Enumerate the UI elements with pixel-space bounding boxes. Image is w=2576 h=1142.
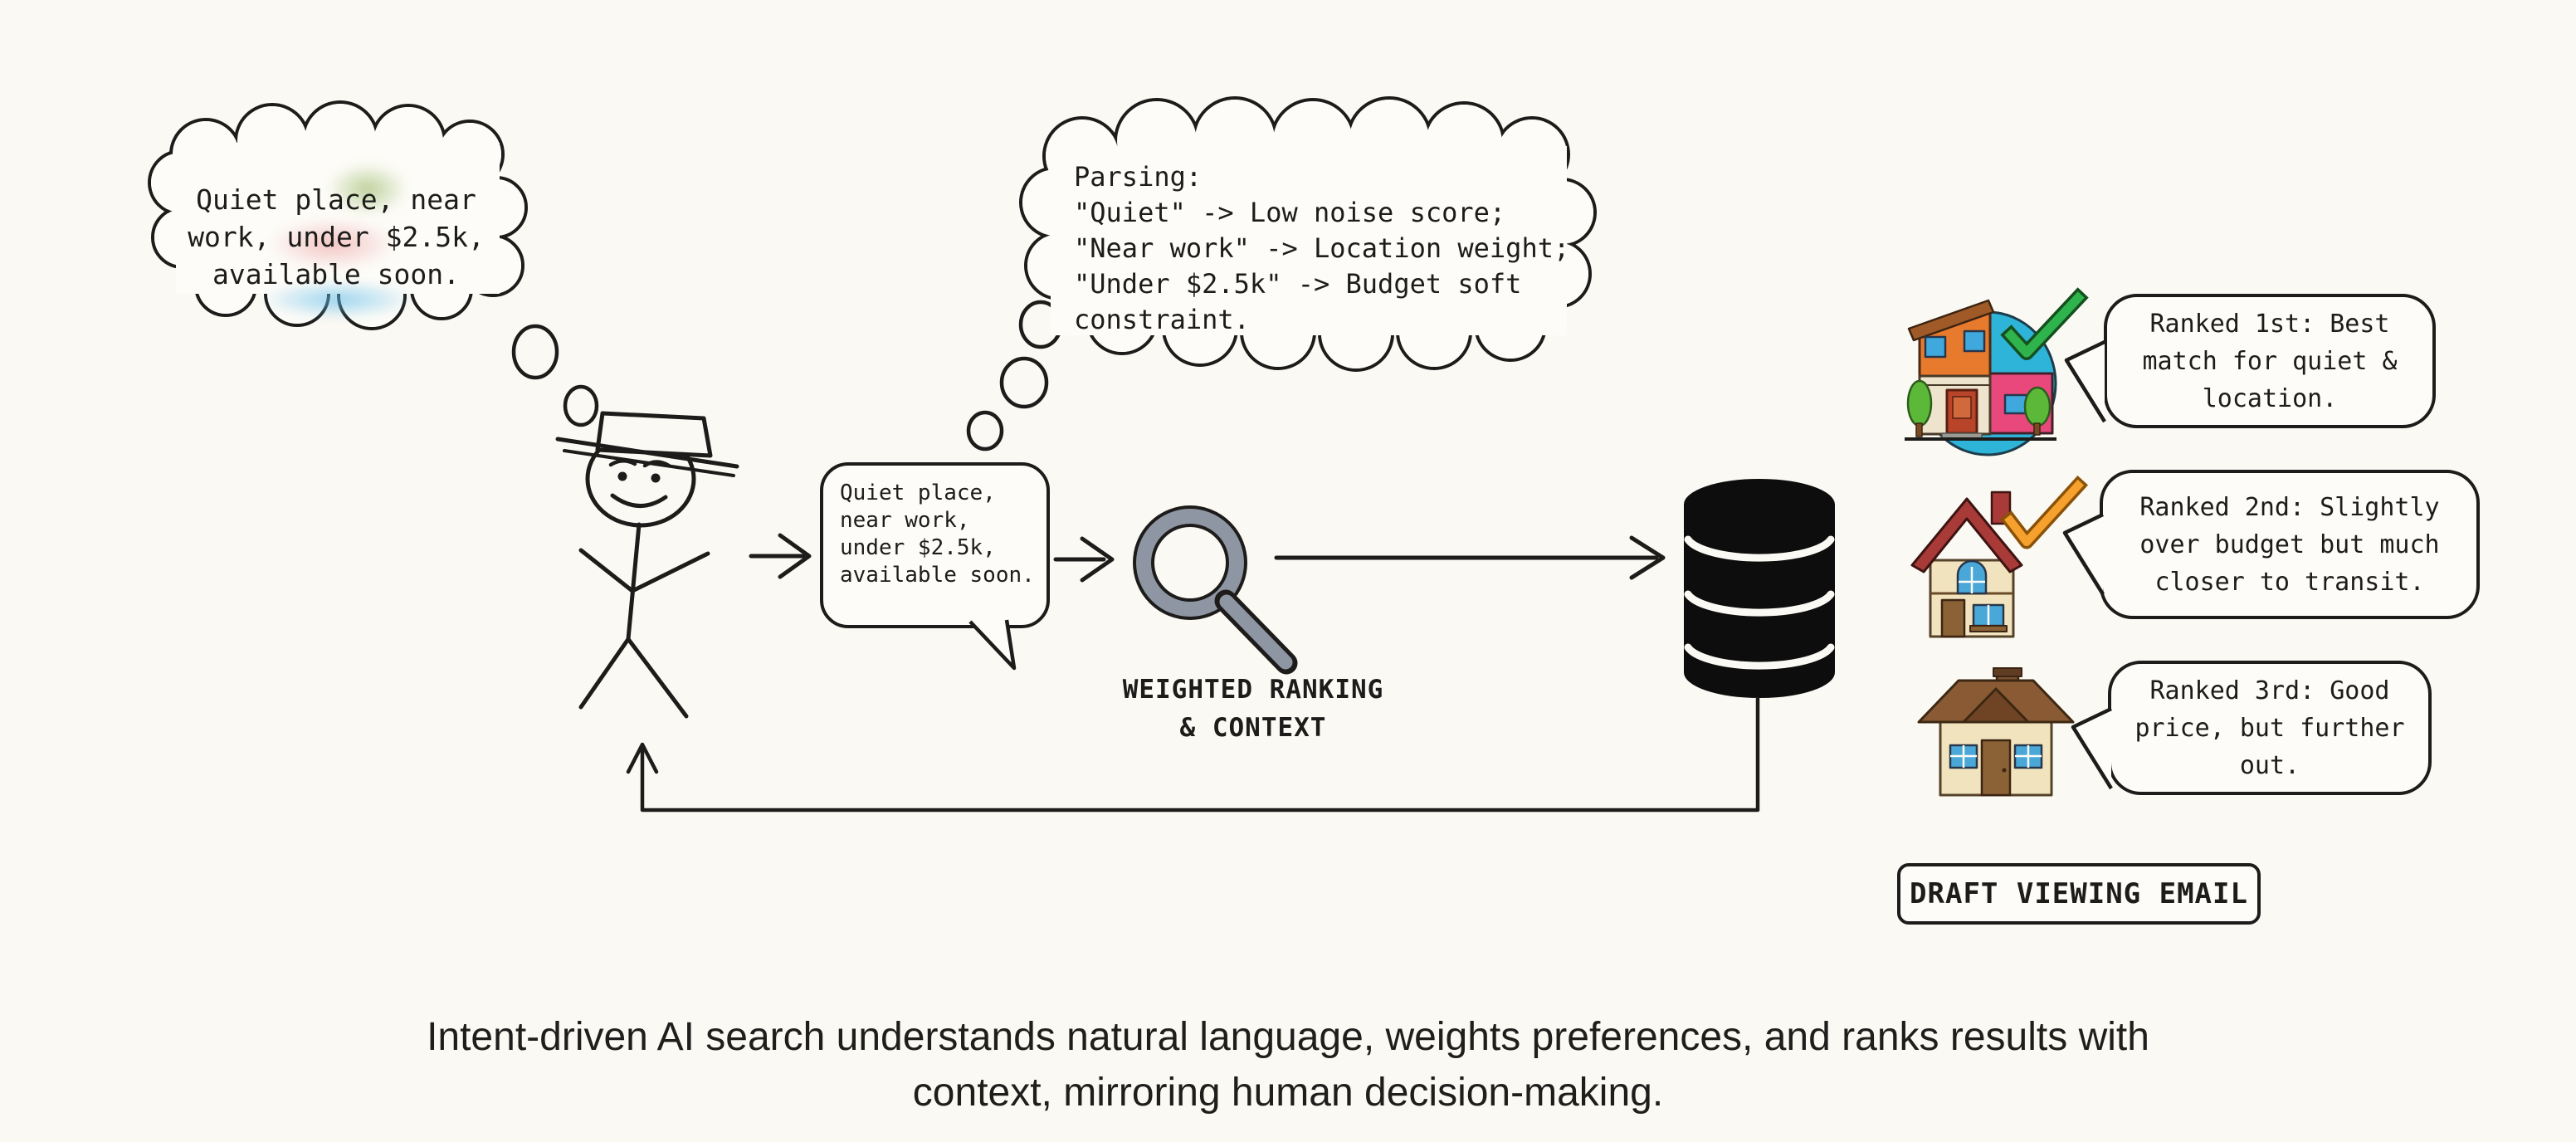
user-thought-text: Quiet place, near work, under $2.5k, ava… (188, 183, 485, 290)
draft-viewing-email-button[interactable]: DRAFT VIEWING EMAIL (1897, 863, 2261, 925)
arrow-user-to-query (749, 533, 812, 579)
result-bubble-1: Ranked 1st: Best match for quiet & locat… (2104, 294, 2436, 428)
parsing-thought-text: Parsing: "Quiet" -> Low noise score; "Ne… (1074, 161, 1570, 335)
result-text-1: Ranked 1st: Best match for quiet & locat… (2142, 309, 2398, 413)
parsing-thought-cloud (1019, 96, 1597, 372)
house-1-icon (1905, 287, 2089, 456)
database-icon (1684, 479, 1835, 698)
result-bubble-1-tail (2064, 339, 2106, 423)
result-bubble-2: Ranked 2nd: Slightly over budget but muc… (2100, 470, 2480, 619)
result-text-2: Ranked 2nd: Slightly over budget but muc… (2139, 492, 2440, 597)
arrow-query-to-search (1053, 536, 1115, 583)
check-green-icon (2000, 287, 2089, 360)
query-speech-bubble (820, 462, 1050, 628)
result-bubble-2-tail (2062, 512, 2105, 596)
draft-viewing-email-label: DRAFT VIEWING EMAIL (1910, 877, 2248, 910)
highlight-blob-pink (246, 209, 420, 279)
weighted-ranking-label: WEIGHTED RANKING & CONTEXT (1122, 675, 1384, 743)
check-orange-icon (2000, 475, 2089, 549)
result-text-3: Ranked 3rd: Good price, but further out. (2134, 676, 2405, 780)
feedback-loop-arrow (626, 696, 1760, 813)
house-3-icon (1917, 667, 2075, 797)
caption: Intent-driven AI search understands natu… (427, 1015, 2149, 1115)
result-bubble-3: Ranked 3rd: Good price, but further out. (2108, 661, 2432, 795)
magnifying-glass-icon (1133, 505, 1298, 675)
query-speech-text: Quiet place, near work, under $2.5k, ava… (840, 481, 1035, 588)
house-2-icon (1910, 475, 2089, 638)
stick-figure-icon (555, 411, 739, 719)
arrow-search-to-database (1274, 535, 1666, 580)
result-bubble-3-tail (2071, 706, 2113, 790)
query-speech-bubble-tail (968, 619, 1017, 671)
highlight-blob-blue (234, 274, 442, 325)
hat-icon (595, 411, 713, 458)
thought-trail-left (511, 324, 599, 427)
